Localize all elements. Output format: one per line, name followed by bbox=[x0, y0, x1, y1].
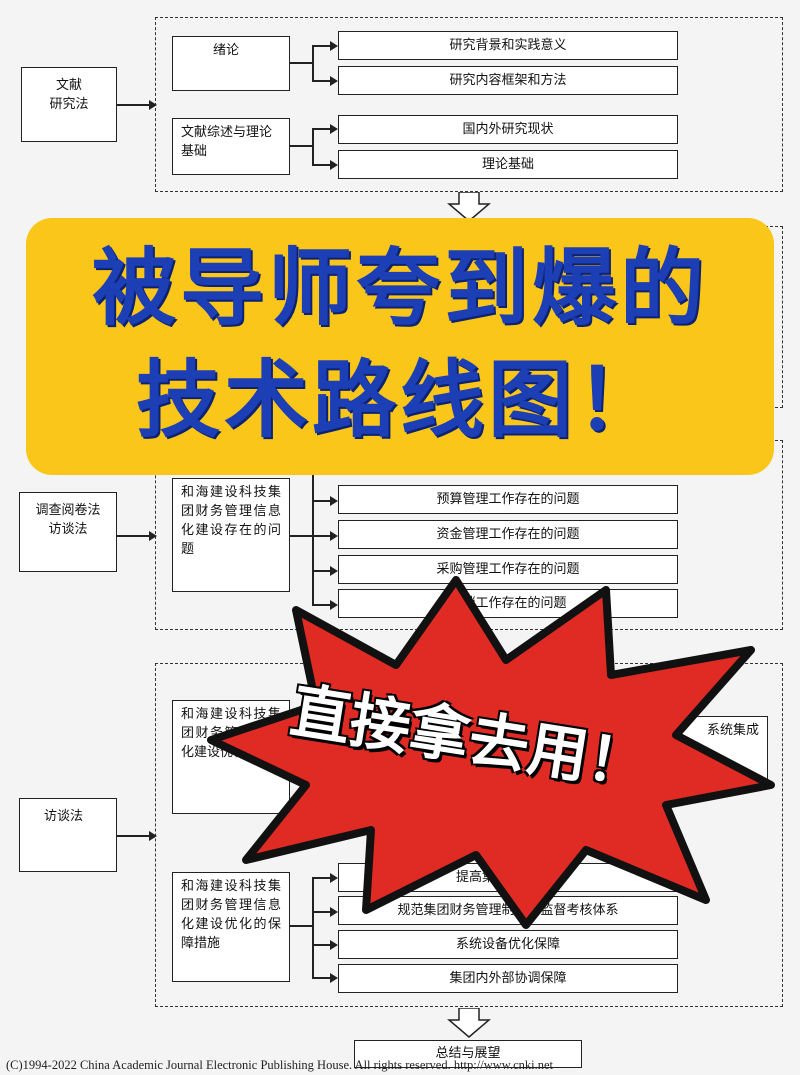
arrow-head bbox=[149, 100, 157, 110]
copyright-footer: (C)1994-2022 China Academic Journal Elec… bbox=[6, 1058, 554, 1072]
connector bbox=[312, 977, 332, 979]
connector bbox=[290, 925, 312, 927]
down-arrow-icon bbox=[447, 1008, 491, 1038]
connector bbox=[117, 104, 151, 106]
arrow-head bbox=[149, 831, 157, 841]
banner-title-line2: 技术路线图！ bbox=[135, 351, 664, 449]
connector bbox=[312, 128, 332, 130]
connector bbox=[290, 62, 312, 64]
arrow-head bbox=[330, 907, 338, 917]
connector bbox=[312, 470, 314, 605]
starburst-shape bbox=[207, 576, 775, 929]
group-introduction: 绪论 bbox=[172, 36, 290, 91]
connector bbox=[312, 911, 332, 913]
arrow-head bbox=[330, 160, 338, 170]
connector bbox=[312, 570, 332, 572]
down-arrow-icon bbox=[447, 192, 491, 222]
arrow-head bbox=[330, 873, 338, 883]
connector bbox=[312, 944, 332, 946]
item-box: 规范集团财务管理制度与监督考核体系 bbox=[338, 896, 678, 925]
item-box: 系统设备优化保障 bbox=[338, 930, 678, 959]
arrow-head bbox=[330, 531, 338, 541]
method-box-literature: 文献 研究法 bbox=[21, 67, 117, 142]
arrow-head bbox=[330, 124, 338, 134]
arrow-head bbox=[330, 566, 338, 576]
connector bbox=[312, 164, 332, 166]
item-box: 研究背景和实践意义 bbox=[338, 31, 678, 60]
connector bbox=[312, 500, 332, 502]
arrow-head bbox=[330, 76, 338, 86]
item-box: 预算管理工作存在的问题 bbox=[338, 485, 678, 514]
method-box-survey: 调查阅卷法 访谈法 bbox=[19, 492, 117, 572]
item-text: 系统集成 bbox=[706, 723, 759, 738]
arrow-head bbox=[149, 531, 157, 541]
item-box: 资金管理工作存在的问题 bbox=[338, 520, 678, 549]
item-box: 研究内容框架和方法 bbox=[338, 66, 678, 95]
group-problems: 和海建设科技集团财务管理信息化建设存在的问题 bbox=[172, 478, 290, 592]
connector bbox=[312, 128, 314, 164]
group-safeguards: 和海建设科技集团财务管理信息化建设优化的保障措施 bbox=[172, 872, 290, 982]
connector bbox=[312, 80, 332, 82]
connector bbox=[312, 45, 332, 47]
item-box: 采购管理工作存在的问题 bbox=[338, 555, 678, 584]
final-box: 总结与展望 bbox=[354, 1040, 582, 1068]
item-box: 集团内外部协调保障 bbox=[338, 964, 678, 993]
arrow-head bbox=[330, 41, 338, 51]
connector bbox=[312, 45, 314, 80]
arrow-head bbox=[330, 973, 338, 983]
connector bbox=[312, 535, 332, 537]
title-banner bbox=[26, 218, 774, 475]
connector bbox=[117, 835, 151, 837]
connector bbox=[312, 877, 332, 879]
connector bbox=[117, 535, 151, 537]
arrow-head bbox=[330, 600, 338, 610]
connector bbox=[312, 604, 332, 606]
arrow-head bbox=[330, 940, 338, 950]
group-literature-review: 文献综述与理论 基础 bbox=[172, 118, 290, 175]
item-box: 报销工作存在的问题 bbox=[338, 589, 678, 618]
arrow-head bbox=[330, 496, 338, 506]
connector bbox=[290, 145, 312, 147]
method-box-interview: 访谈法 bbox=[19, 798, 117, 872]
item-box: 理论基础 bbox=[338, 150, 678, 179]
banner-title-line1: 被导师夸到爆的 bbox=[91, 239, 708, 337]
item-box: 国内外研究现状 bbox=[338, 115, 678, 144]
connector bbox=[312, 877, 314, 977]
connector bbox=[290, 535, 312, 537]
